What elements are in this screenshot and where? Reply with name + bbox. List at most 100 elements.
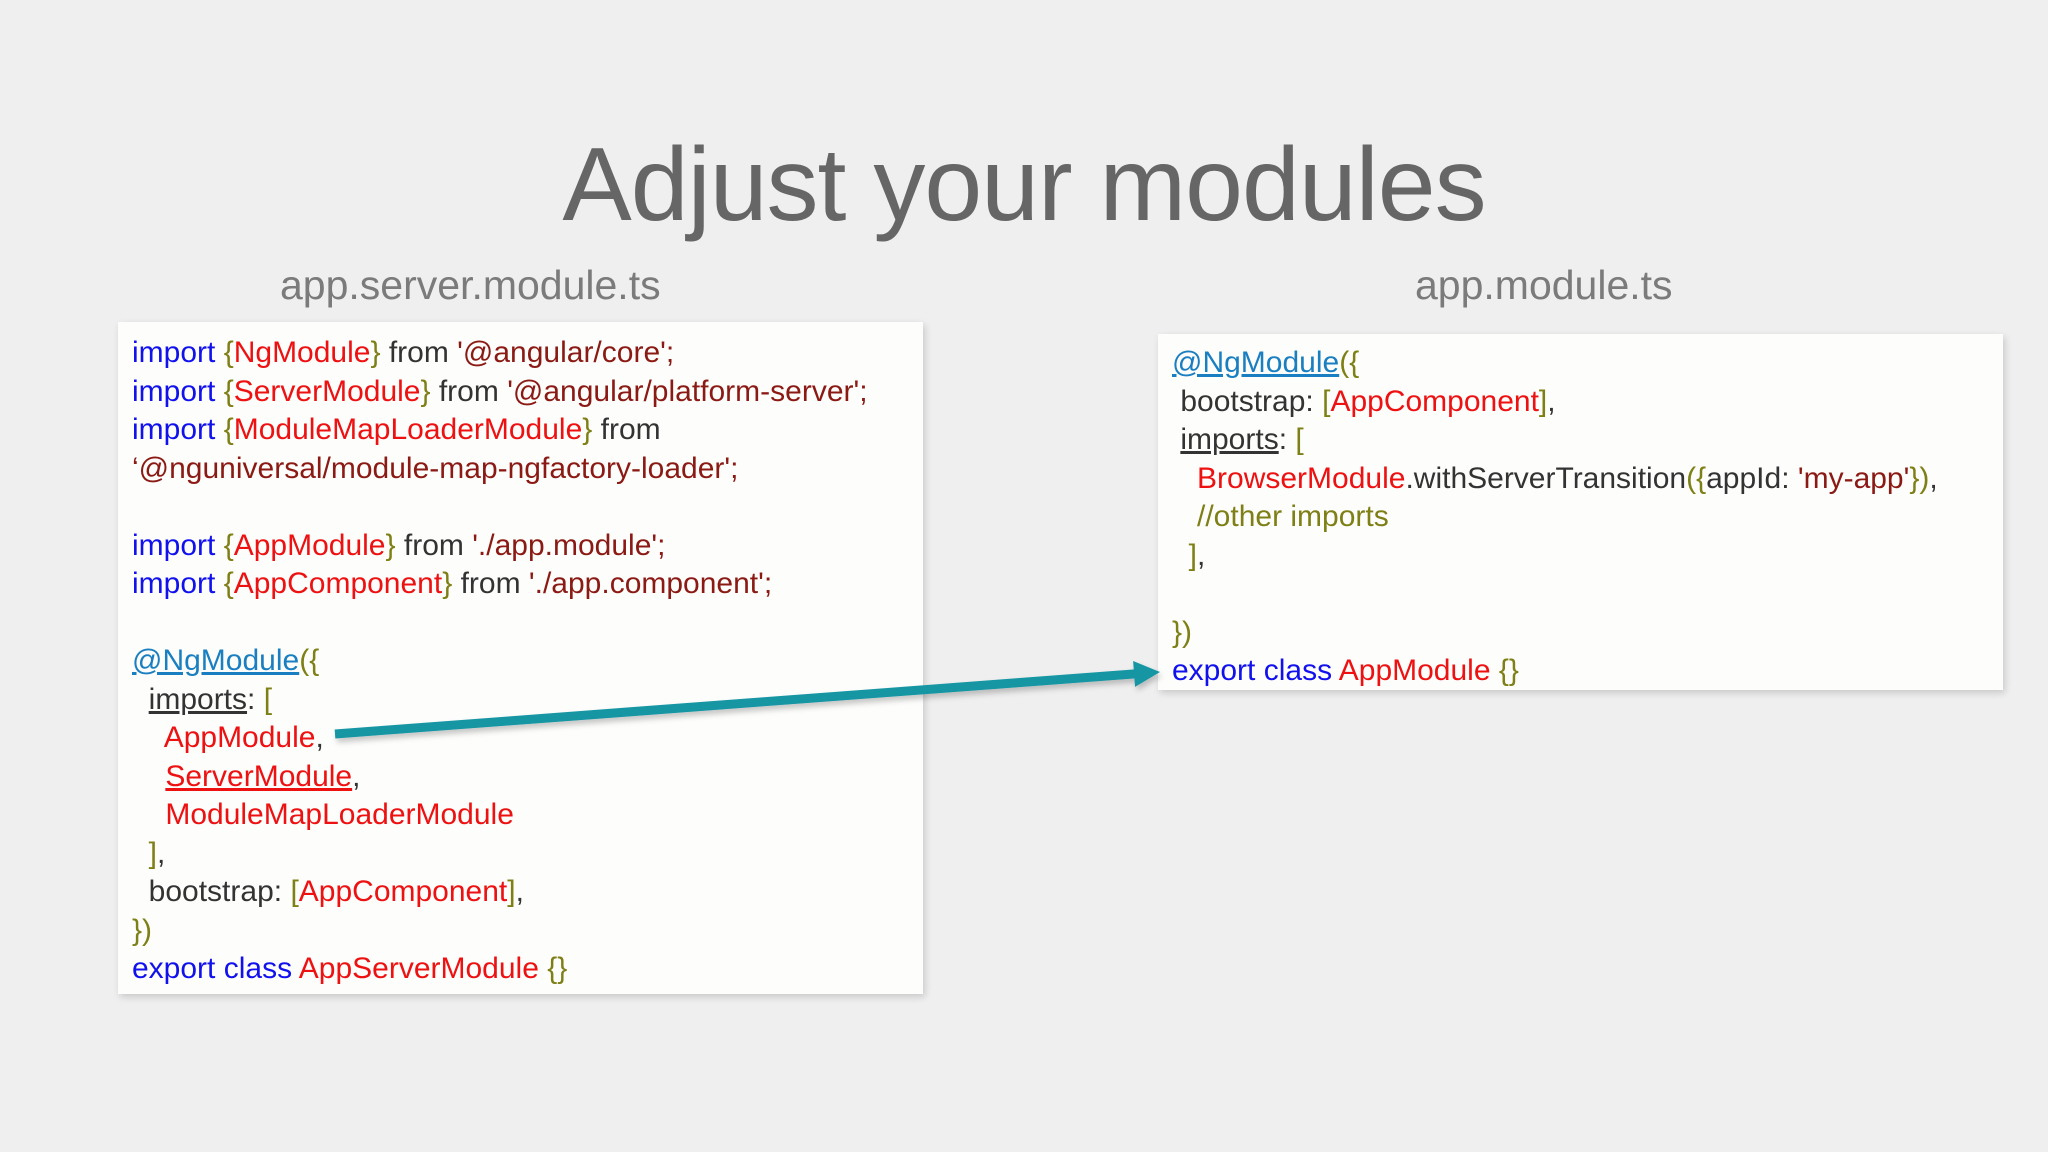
code-token: appId [1706, 461, 1782, 495]
code-line: @NgModule({ [132, 642, 909, 681]
left-panel-caption: app.server.module.ts [280, 262, 661, 308]
code-token [132, 683, 149, 716]
code-token: ({ [1686, 461, 1707, 495]
code-token: ({ [1339, 346, 1360, 379]
code-line: bootstrap: [AppComponent], [1172, 383, 1989, 422]
page-title: Adjust your modules [562, 126, 1486, 243]
right-panel-caption: app.module.ts [1415, 262, 1673, 308]
code-token: } [442, 567, 453, 600]
code-token: //other imports [1172, 500, 1389, 533]
code-token: from [395, 528, 473, 562]
code-token: import [132, 567, 224, 600]
code-token [132, 721, 164, 754]
code-token: ServerModule [233, 374, 421, 408]
code-line: }) [1172, 614, 1989, 653]
code-token: , [1197, 538, 1206, 572]
code-token [1172, 577, 1180, 610]
code-line [132, 604, 909, 643]
code-token: [ [1322, 384, 1331, 418]
code-token: } [370, 336, 381, 369]
code-token: import [132, 374, 224, 408]
code-line: //other imports [1172, 498, 1989, 537]
code-token: AppServerModule [298, 952, 548, 985]
code-token: [ [290, 875, 299, 908]
code-line: import {ServerModule} from '@angular/pla… [132, 373, 909, 412]
code-block-app-module: @NgModule({ bootstrap: [AppComponent], i… [1172, 344, 1989, 690]
code-line: export class AppModule {} [1172, 652, 1989, 690]
code-line [1172, 575, 1989, 614]
code-token: } [385, 528, 396, 562]
code-token: [ [263, 682, 273, 716]
code-token: , [1547, 384, 1556, 418]
code-token: }) [1172, 615, 1193, 649]
code-token: : [273, 875, 291, 908]
code-line: import {ModuleMapLoaderModule} from [132, 411, 909, 450]
code-token: AppComponent [298, 875, 508, 908]
code-line: ], [132, 835, 909, 874]
code-card-app-server-module: import {NgModule} from '@angular/core';i… [118, 322, 923, 994]
code-token: export class [132, 952, 299, 985]
code-token: BrowserModule [1197, 461, 1406, 495]
code-token: bootstrap [132, 875, 274, 908]
code-token: ‘@nguniversal/module-map-ngfactory-loade… [132, 451, 739, 485]
code-token: import [132, 528, 224, 562]
code-line: import {AppComponent} from './app.compon… [132, 565, 909, 604]
code-token [132, 798, 165, 831]
code-token [132, 760, 165, 793]
code-token: '@angular/platform-server'; [507, 374, 868, 408]
code-line: import {AppModule} from './app.module'; [132, 527, 909, 566]
code-token: , [315, 721, 324, 754]
code-token: imports [1180, 423, 1279, 456]
code-token: './app.module'; [472, 528, 666, 562]
code-token: ModuleMapLoaderModule [165, 798, 514, 831]
code-line: imports: [ [1172, 421, 1989, 460]
code-token: , [157, 836, 166, 870]
code-token [1172, 462, 1197, 495]
code-token: './app.component'; [528, 567, 773, 600]
code-token: }) [1909, 461, 1930, 495]
code-token: bootstrap [1172, 384, 1306, 418]
code-token: AppModule [1338, 654, 1499, 687]
code-token: export class [1172, 654, 1339, 687]
code-line: ‘@nguniversal/module-map-ngfactory-loade… [132, 450, 909, 489]
code-line: ], [1172, 537, 1989, 576]
code-token: [ [1295, 423, 1304, 456]
code-token: {} [1498, 654, 1519, 687]
code-line: }) [132, 912, 909, 951]
code-line: import {NgModule} from '@angular/core'; [132, 334, 909, 373]
code-token: : [1781, 461, 1798, 495]
code-token: } [582, 413, 593, 446]
code-token: }) [132, 913, 153, 947]
code-token: AppModule [163, 721, 316, 754]
code-token: imports [148, 682, 248, 716]
code-token: { [223, 567, 234, 600]
code-token: AppComponent [1330, 384, 1539, 418]
code-token: : [1278, 423, 1296, 456]
code-token: : [247, 682, 264, 716]
code-token: from [452, 567, 529, 600]
code-line: bootstrap: [AppComponent], [132, 873, 909, 912]
code-line: export class AppServerModule {} [132, 950, 909, 989]
code-token: '@angular/core'; [457, 336, 675, 369]
code-token: NgModule [233, 336, 371, 369]
code-token [1172, 539, 1189, 572]
code-token: .withServerTransition [1405, 461, 1687, 495]
code-card-app-module: @NgModule({ bootstrap: [AppComponent], i… [1158, 334, 2003, 690]
code-token: ] [507, 875, 516, 908]
code-token: AppComponent [233, 567, 443, 600]
code-token: @NgModule [132, 644, 300, 677]
code-token: ] [1188, 538, 1198, 572]
code-token: from [592, 413, 661, 446]
code-token: ServerModule [165, 759, 353, 793]
code-block-app-server-module: import {NgModule} from '@angular/core';i… [132, 334, 909, 989]
code-line: imports: [ [132, 681, 909, 720]
code-token: import [132, 413, 224, 446]
code-line: BrowserModule.withServerTransition({appI… [1172, 460, 1989, 499]
code-token: from [430, 374, 508, 408]
code-token: 'my-app' [1797, 461, 1910, 495]
code-token: { [223, 413, 234, 446]
code-token: import [132, 336, 224, 369]
code-token: { [223, 528, 234, 562]
code-token: from [380, 336, 458, 369]
code-token: { [223, 374, 234, 408]
